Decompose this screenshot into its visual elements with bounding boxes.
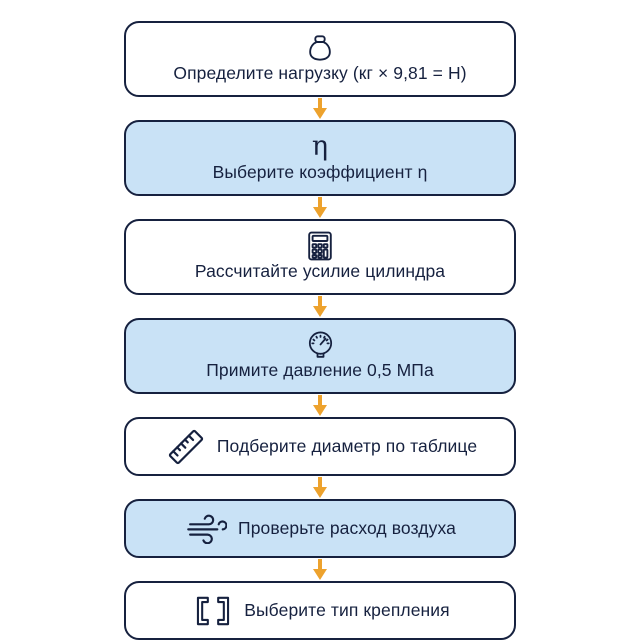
connector-arrow-5 — [309, 476, 331, 499]
flow-step-7[interactable]: Выберите тип крепления — [124, 581, 516, 640]
wind-icon — [184, 514, 230, 544]
flow-step-3[interactable]: Рассчитайте усилие цилиндра — [124, 219, 516, 295]
connector-arrow-6 — [309, 558, 331, 581]
eta-symbol-icon: η — [312, 132, 328, 162]
flow-step-2[interactable]: η Выберите коэффициент η — [124, 120, 516, 196]
flow-step-1-label: Определите нагрузку (кг × 9,81 = Н) — [173, 63, 467, 84]
eta-glyph: η — [311, 131, 329, 163]
connector-arrow-4 — [309, 394, 331, 417]
connector-arrow-3 — [309, 295, 331, 318]
flow-step-4-label: Примите давление 0,5 МПа — [206, 360, 434, 381]
flow-step-4[interactable]: Примите давление 0,5 МПа — [124, 318, 516, 394]
kettlebell-icon — [305, 33, 335, 63]
bracket-icon — [190, 595, 236, 627]
connector-arrow-2 — [309, 196, 331, 219]
flow-step-6-label: Проверьте расход воздуха — [238, 518, 456, 538]
flow-step-5-label: Подберите диаметр по таблице — [216, 436, 478, 456]
connector-arrow-1 — [309, 97, 331, 120]
pressure-gauge-icon — [306, 330, 335, 360]
ruler-icon — [163, 427, 209, 467]
calculator-icon — [307, 231, 333, 261]
flow-step-5[interactable]: Подберите диаметр по таблице — [124, 417, 516, 476]
flow-step-1[interactable]: Определите нагрузку (кг × 9,81 = Н) — [124, 21, 516, 97]
flow-step-3-label: Рассчитайте усилие цилиндра — [194, 261, 446, 282]
flow-step-6[interactable]: Проверьте расход воздуха — [124, 499, 516, 558]
flow-step-2-label: Выберите коэффициент η — [212, 162, 428, 183]
flow-step-7-label: Выберите тип крепления — [244, 600, 450, 620]
